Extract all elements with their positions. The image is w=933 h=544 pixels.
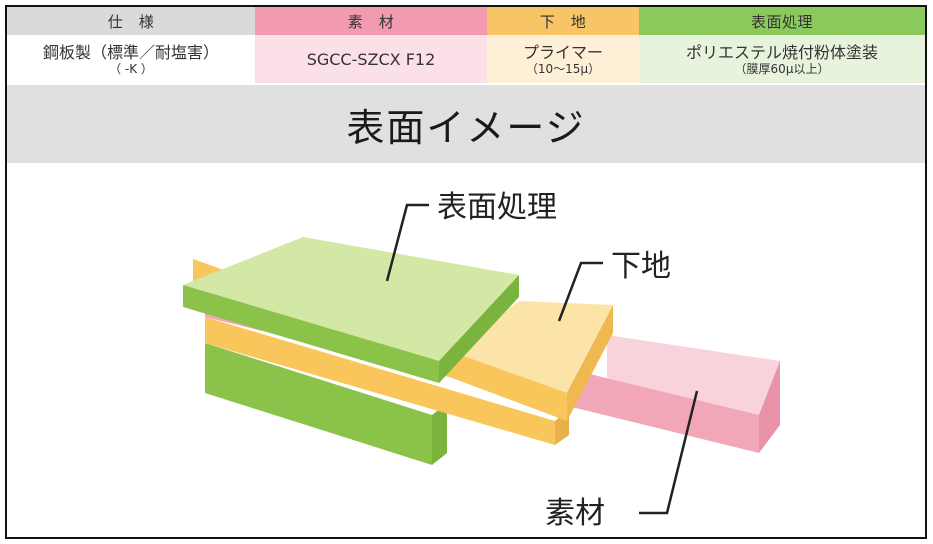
layer-diagram-area: 表面処理 下地 素材 (7, 163, 925, 537)
primer-value: プライマー (522, 42, 603, 62)
layer-diagram: 表面処理 下地 素材 (183, 190, 780, 531)
spec-table-header-row: 仕 様 素 材 下 地 表面処理 (7, 7, 925, 35)
primer-subvalue: （10〜15μ） (525, 61, 601, 76)
banner-title: 表面イメージ (346, 105, 586, 150)
finish-side (439, 275, 519, 383)
bottom-finish-layer (205, 343, 447, 465)
header-finish: 表面処理 (639, 7, 925, 35)
cell-primer: プライマー （10〜15μ） (487, 35, 639, 83)
finish-value: ポリエステル焼付粉体塗装 (685, 42, 878, 62)
finish-label: 表面処理 (437, 190, 557, 225)
bottom-finish-side (432, 403, 447, 465)
surface-image-banner: 表面イメージ (7, 85, 925, 163)
material-leader-line (639, 390, 699, 515)
primer-leader-line (557, 261, 603, 322)
finish-front (183, 285, 439, 383)
material-label: 素材 (545, 496, 605, 531)
spec-table: 仕 様 素 材 下 地 表面処理 鋼板製（標準／耐塩害） （ -K ） SGCC… (7, 7, 925, 83)
spec-table-value-row: 鋼板製（標準／耐塩害） （ -K ） SGCC-SZCX F12 プライマー （… (7, 35, 925, 83)
cell-finish: ポリエステル焼付粉体塗装 （膜厚60μ以上） (639, 35, 925, 83)
cell-material: SGCC-SZCX F12 (255, 35, 487, 83)
finish-leader-line (385, 203, 429, 282)
spec-diagram-frame: 仕 様 素 材 下 地 表面処理 鋼板製（標準／耐塩害） （ -K ） SGCC… (5, 5, 927, 539)
material-value: SGCC-SZCX F12 (306, 49, 436, 69)
primer-label: 下地 (611, 249, 671, 284)
finish-top-face (183, 237, 519, 361)
upper-primer-side (567, 305, 613, 421)
bottom-finish-front (205, 343, 432, 465)
header-material: 素 材 (255, 7, 487, 35)
header-primer: 下 地 (487, 7, 639, 35)
finish-subvalue: （膜厚60μ以上） (734, 61, 830, 76)
lower-primer-front (205, 317, 555, 445)
header-spec: 仕 様 (7, 7, 255, 35)
top-finish-layer (183, 237, 519, 383)
spec-value: 鋼板製（標準／耐塩害） (42, 42, 219, 62)
cell-spec: 鋼板製（標準／耐塩害） （ -K ） (7, 35, 255, 83)
material-side (759, 361, 780, 453)
spec-subvalue: （ -K ） (109, 61, 153, 76)
